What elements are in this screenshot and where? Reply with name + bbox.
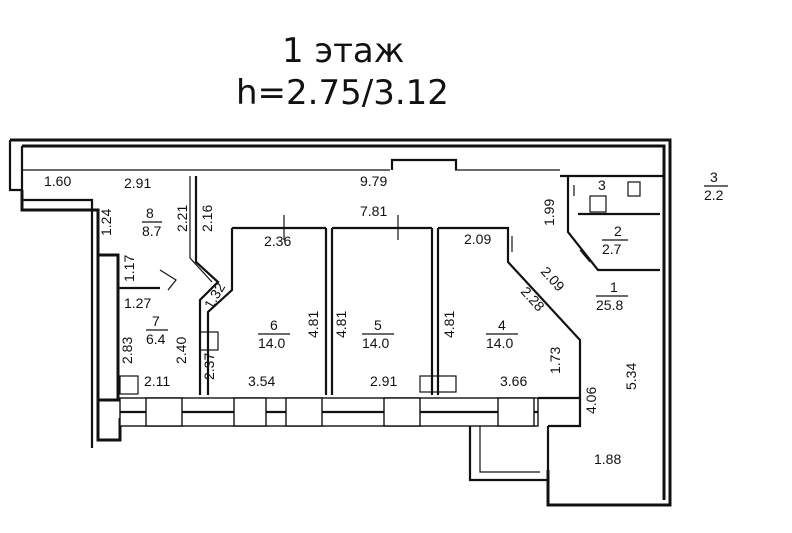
dimension-label: 2.40 bbox=[173, 337, 189, 364]
window bbox=[285, 397, 323, 427]
radiator-icon bbox=[419, 375, 457, 393]
room-area: 14.0 bbox=[486, 335, 513, 351]
room-number: 7 bbox=[152, 313, 160, 329]
dimension-label: 1.24 bbox=[98, 209, 114, 236]
room-area: 8.7 bbox=[142, 223, 162, 239]
dimension-label: 2.11 bbox=[144, 373, 170, 389]
radiator-icon bbox=[119, 375, 139, 395]
sink-icon bbox=[589, 195, 607, 213]
room-number: 5 bbox=[374, 317, 382, 333]
room-area: 25.8 bbox=[596, 297, 623, 313]
dimension-label: 2.28 bbox=[518, 283, 548, 314]
window bbox=[233, 397, 267, 427]
radiator-icon bbox=[199, 331, 219, 351]
front-wall bbox=[119, 396, 582, 482]
room-number: 8 bbox=[146, 205, 154, 221]
dimension-label: 9.79 bbox=[360, 173, 387, 189]
room-number: 1 bbox=[610, 279, 618, 295]
room-area: 6.4 bbox=[146, 331, 166, 347]
dimension-label: 1.73 bbox=[547, 347, 563, 374]
dimension-label: 1.60 bbox=[44, 173, 71, 189]
room-area: 2.2 bbox=[704, 187, 724, 203]
dimension-label: 1.17 bbox=[121, 255, 137, 282]
dimension-label: 1.32 bbox=[201, 280, 229, 312]
room-labels: 8 8.7 7 6.4 6 14.0 5 14.0 4 14.0 1 25.8 … bbox=[142, 169, 728, 351]
dimension-label: 3.54 bbox=[248, 373, 275, 389]
dimension-label: 2.91 bbox=[370, 373, 397, 389]
dimension-label: 4.81 bbox=[441, 311, 457, 338]
dimension-label: 4.81 bbox=[305, 311, 321, 338]
room-number: 3 bbox=[598, 177, 606, 193]
outer-walls bbox=[8, 138, 672, 507]
toilet-icon bbox=[627, 181, 641, 197]
interior-walls bbox=[118, 174, 664, 398]
room-number: 3 bbox=[710, 169, 718, 185]
dimension-label: 5.34 bbox=[623, 363, 639, 390]
window bbox=[145, 397, 183, 427]
dimension-label: 1.99 bbox=[541, 199, 557, 226]
dimension-label: 2.83 bbox=[119, 337, 135, 364]
window bbox=[497, 397, 535, 427]
fixtures bbox=[119, 181, 641, 395]
dimension-label: 1.88 bbox=[594, 451, 621, 467]
room-area: 14.0 bbox=[362, 335, 389, 351]
dimension-label: 2.37 bbox=[201, 353, 217, 380]
room-number: 4 bbox=[498, 317, 506, 333]
room-number: 6 bbox=[270, 317, 278, 333]
dimension-label: 2.21 bbox=[174, 205, 190, 232]
dimension-label: 1.27 bbox=[124, 295, 151, 311]
dimension-label: 2.09 bbox=[538, 263, 568, 294]
dimension-label: 2.91 bbox=[124, 175, 151, 191]
room-number: 2 bbox=[614, 223, 622, 239]
ceiling-height: h=2.75/3.12 bbox=[236, 73, 449, 113]
room-area: 2.7 bbox=[602, 241, 622, 257]
dimension-label: 2.16 bbox=[199, 205, 215, 232]
dimension-label: 7.81 bbox=[360, 203, 387, 219]
dimension-label: 4.06 bbox=[583, 387, 599, 414]
window bbox=[383, 397, 421, 427]
floor-title: 1 этаж bbox=[282, 31, 404, 71]
room-area: 14.0 bbox=[258, 335, 285, 351]
dimension-label: 4.81 bbox=[333, 311, 349, 338]
dimension-label: 3.66 bbox=[500, 373, 527, 389]
dimension-label: 2.09 bbox=[464, 231, 491, 247]
dimension-labels: 1.60 2.91 9.79 1.99 1.24 2.21 2.16 7.81 … bbox=[44, 173, 639, 467]
dimension-label: 2.36 bbox=[264, 233, 291, 249]
door-markers bbox=[159, 185, 591, 291]
